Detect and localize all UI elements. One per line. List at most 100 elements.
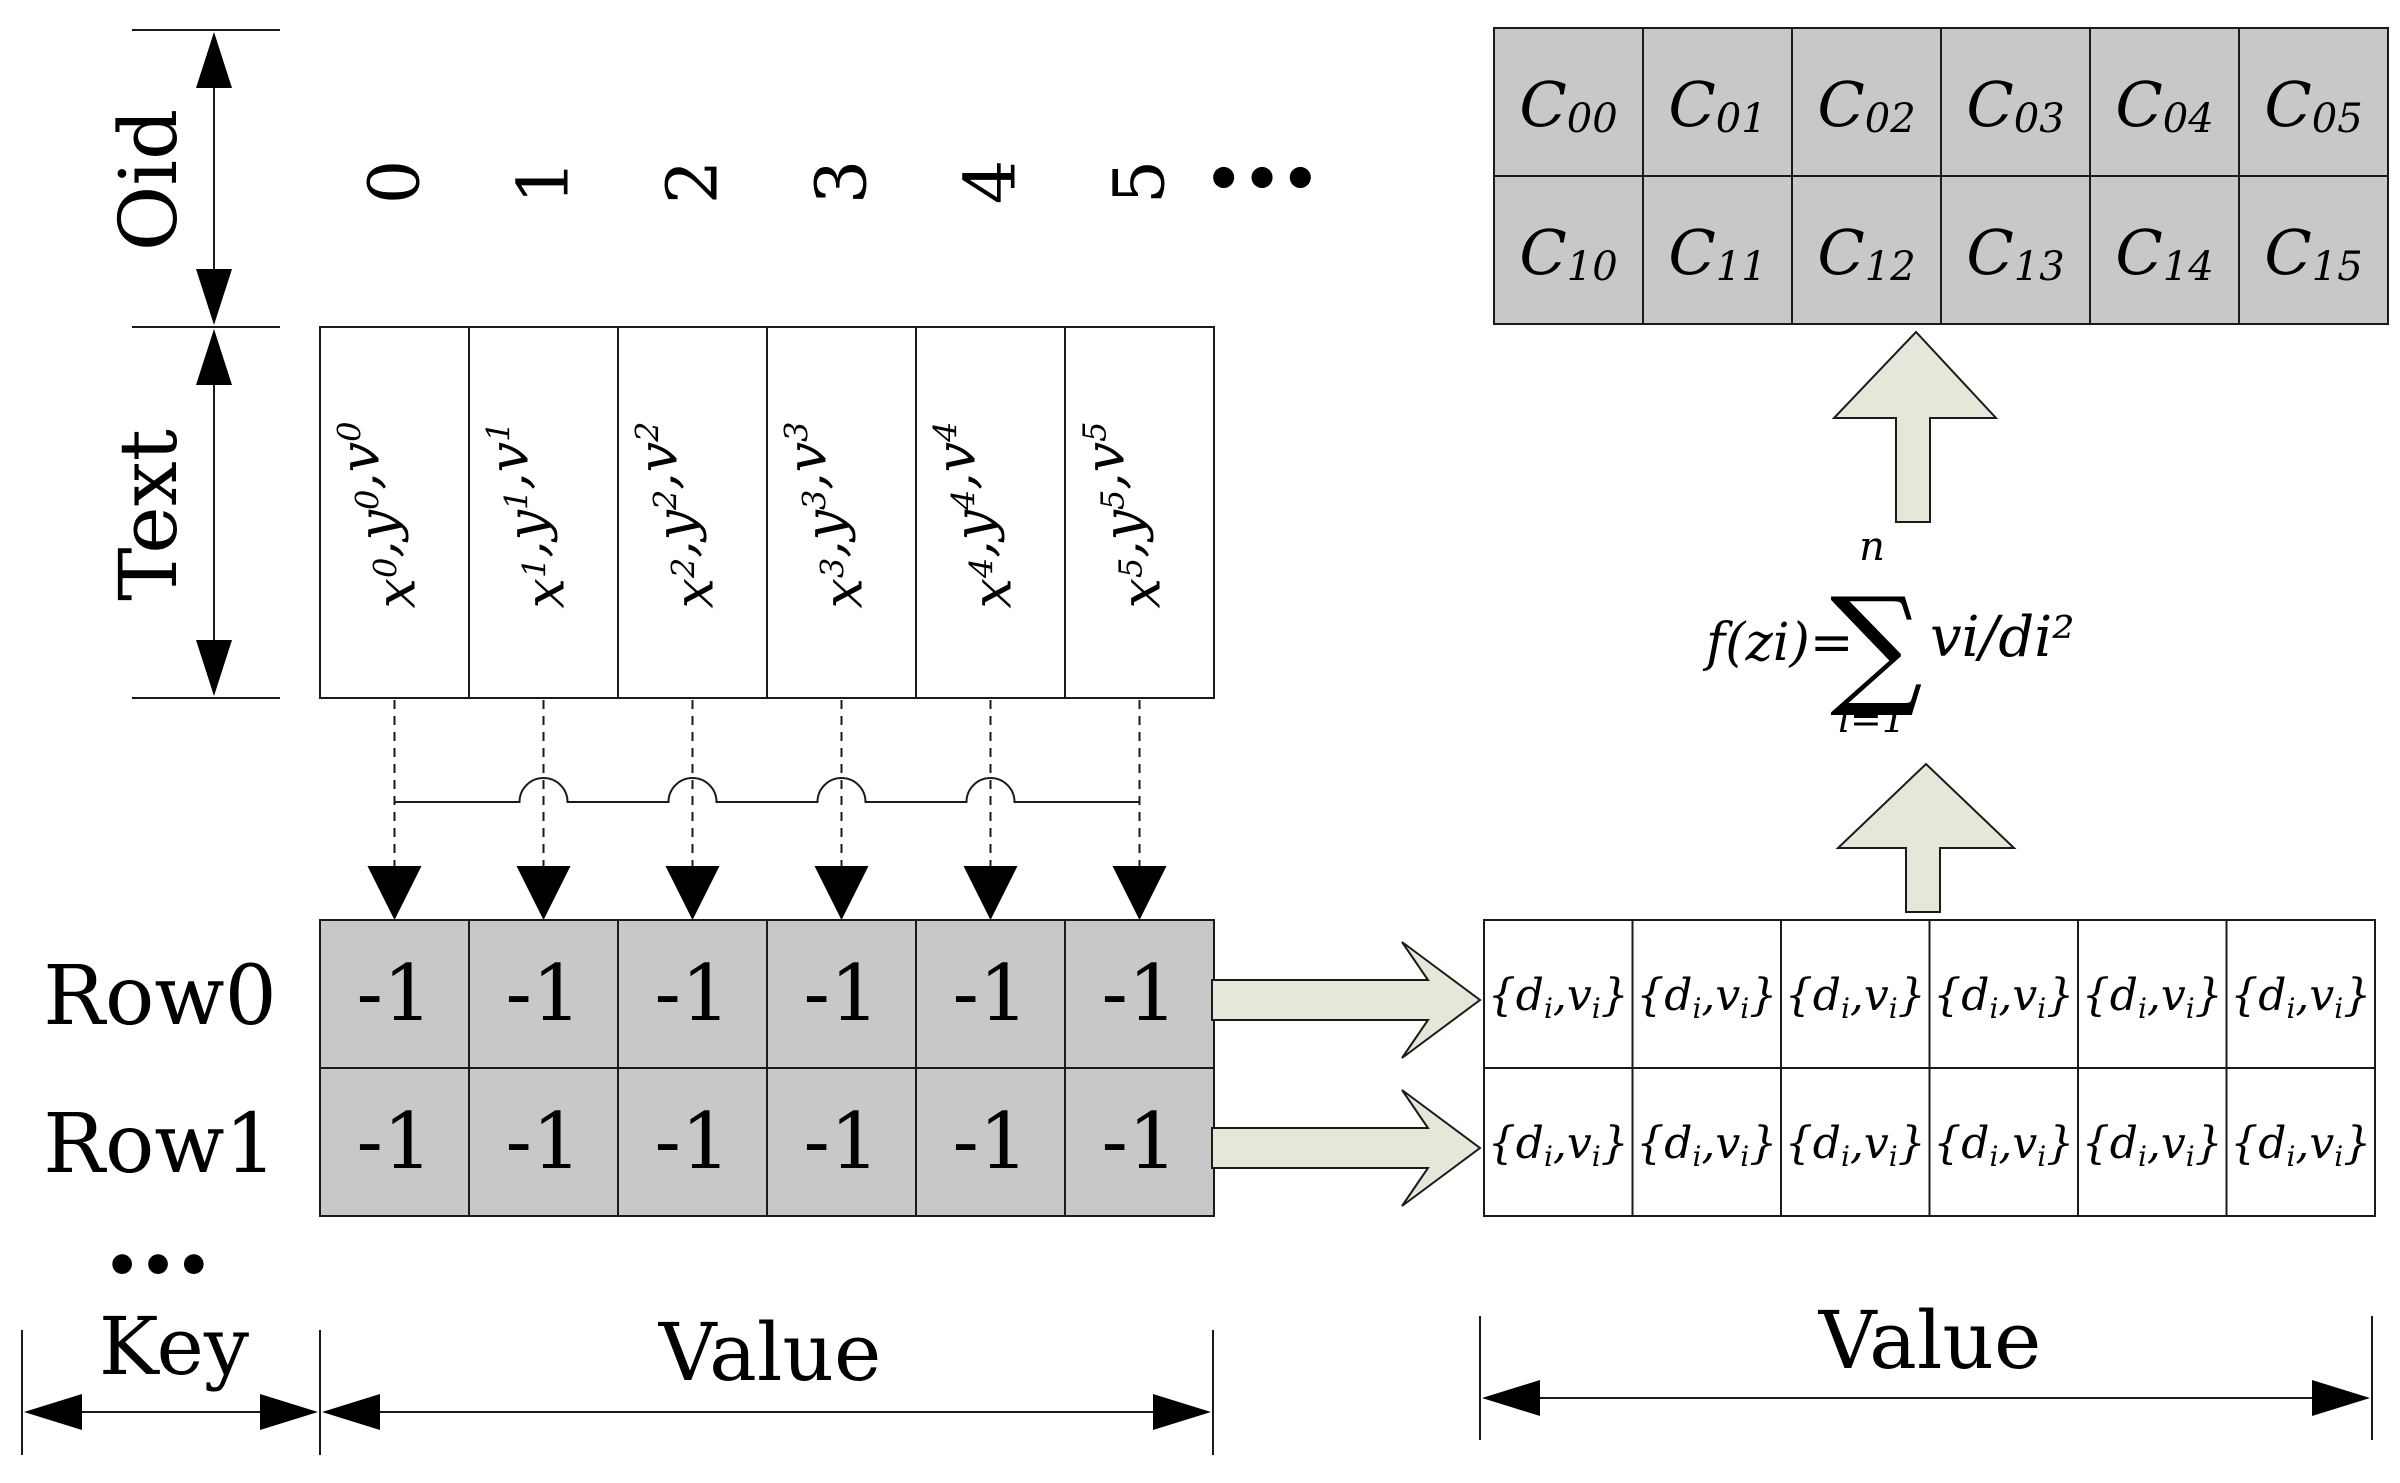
pair-cell	[1780, 919, 1931, 1069]
c-cell-label: C15	[2264, 216, 2362, 290]
pair-text: {di,vi}	[1636, 1118, 1777, 1173]
key-value-cell	[468, 919, 619, 1069]
formula-sum-top: n	[1859, 524, 1885, 570]
text-cell	[915, 326, 1066, 699]
c-cell-label: C13	[1966, 216, 2064, 290]
connector-arrowhead	[1112, 866, 1167, 920]
connector-arrowhead	[963, 866, 1018, 920]
pair-text: {di,vi}	[1933, 1118, 2074, 1173]
oid-number: 0	[354, 160, 436, 205]
lower-up-arrow	[1835, 762, 2017, 913]
oid-number: 2	[652, 160, 734, 205]
text-cell-label: x1,y1,v1	[478, 422, 577, 609]
pair-cell	[2077, 1067, 2228, 1217]
key-value-text: -1	[357, 1097, 433, 1187]
key-value-cell	[319, 1067, 470, 1217]
key-value-cell	[468, 1067, 619, 1217]
c-cell	[2238, 175, 2389, 325]
key-value-text: -1	[506, 1097, 582, 1187]
formula-lhs: f(zi)=	[1702, 613, 1853, 673]
pair-text: {di,vi}	[1785, 970, 1926, 1025]
c-cell	[1791, 175, 1942, 325]
oid-number-row: 0 1 2 3 4 5	[354, 160, 1181, 205]
c-cell-label: C00	[1519, 68, 1617, 142]
key-value-text: -1	[655, 1097, 731, 1187]
key-value-text: -1	[506, 949, 582, 1039]
row-key-label: Row1	[43, 1097, 276, 1192]
formula-sum-bottom: i=1	[1838, 697, 1906, 741]
c-cell-label: C03	[1966, 68, 2064, 142]
pair-cell	[1631, 919, 1782, 1069]
c-cell	[2089, 175, 2240, 325]
key-value-text: -1	[357, 949, 433, 1039]
key-value-cell	[1064, 1067, 1215, 1217]
key-value-text: -1	[804, 1097, 880, 1187]
key-value-text: -1	[804, 949, 880, 1039]
value-left-dimension: Value	[322, 1306, 1214, 1455]
row-ellipsis: •••	[104, 1233, 211, 1299]
c-cell	[2089, 27, 2240, 177]
pair-text: {di,vi}	[1488, 970, 1629, 1025]
value-left-dimension-label: Value	[658, 1306, 882, 1399]
pair-cell	[2225, 919, 2376, 1069]
row-key-label: Row0	[43, 949, 276, 1044]
text-cell-label: x3,y3,v3	[776, 422, 875, 609]
key-value-cell	[915, 1067, 1066, 1217]
oid-number: 4	[950, 160, 1032, 205]
text-dimension: Text	[102, 329, 232, 696]
pair-text: {di,vi}	[1933, 970, 2074, 1025]
value-right-dimension: Value	[1479, 1294, 2373, 1440]
key-dimension: Key	[21, 1300, 321, 1455]
key-value-text: -1	[953, 1097, 1029, 1187]
pair-cell	[1928, 1067, 2079, 1217]
pair-text: {di,vi}	[2082, 1118, 2223, 1173]
row1-right-arrow	[1211, 1089, 1482, 1207]
c-cell	[2238, 27, 2389, 177]
text-cell	[1064, 326, 1215, 699]
c-cell-label: C11	[1668, 216, 1766, 290]
pair-cell	[1780, 1067, 1931, 1217]
text-cell-row: x0,y0,v0x1,y1,v1x2,y2,v2x3,y3,v3x4,y4,v4…	[319, 326, 1215, 699]
connector-bus	[394, 777, 1140, 803]
c-cell	[1642, 175, 1793, 325]
oid-axis-label: Oid	[102, 109, 195, 251]
formula-sigma: ∑	[1830, 569, 1923, 721]
connector-arrowhead	[367, 866, 422, 920]
key-value-text: -1	[1102, 1097, 1178, 1187]
upper-up-arrow	[1831, 330, 1999, 523]
c-cell-label: C05	[2264, 68, 2362, 142]
c-cell	[1642, 27, 1793, 177]
connector-arrowhead	[814, 866, 869, 920]
c-cell	[1493, 175, 1644, 325]
text-cell-label: x0,y0,v0	[329, 422, 428, 609]
oid-dimension: Oid	[102, 29, 280, 699]
oid-number: 3	[801, 160, 883, 205]
c-cell-label: C10	[1519, 216, 1617, 290]
connector-arrowhead	[516, 866, 571, 920]
connector-arrowhead	[665, 866, 720, 920]
pair-grid: {di,vi}{di,vi}{di,vi}{di,vi}{di,vi}{di,v…	[1483, 919, 2376, 1217]
oid-ellipsis: •••	[1204, 145, 1319, 215]
pair-text: {di,vi}	[2230, 970, 2371, 1025]
row0-right-arrow	[1211, 941, 1482, 1059]
key-value-text: -1	[1102, 949, 1178, 1039]
text-cell-label: x4,y4,v4	[925, 422, 1024, 609]
c-cell-label: C14	[2115, 216, 2213, 290]
oid-number: 1	[503, 160, 585, 205]
c-cell	[1791, 27, 1942, 177]
c-cell-label: C02	[1817, 68, 1915, 142]
key-dimension-label: Key	[99, 1300, 249, 1393]
text-cell	[468, 326, 619, 699]
pair-text: {di,vi}	[2082, 970, 2223, 1025]
oid-number: 5	[1099, 160, 1181, 205]
c-cell	[1940, 175, 2091, 325]
pair-text: {di,vi}	[2230, 1118, 2371, 1173]
text-axis-label: Text	[102, 429, 195, 601]
key-value-cell	[915, 919, 1066, 1069]
formula-term: vi/di²	[1930, 605, 2075, 670]
pair-cell	[1928, 919, 2079, 1069]
pair-text: {di,vi}	[1785, 1118, 1926, 1173]
